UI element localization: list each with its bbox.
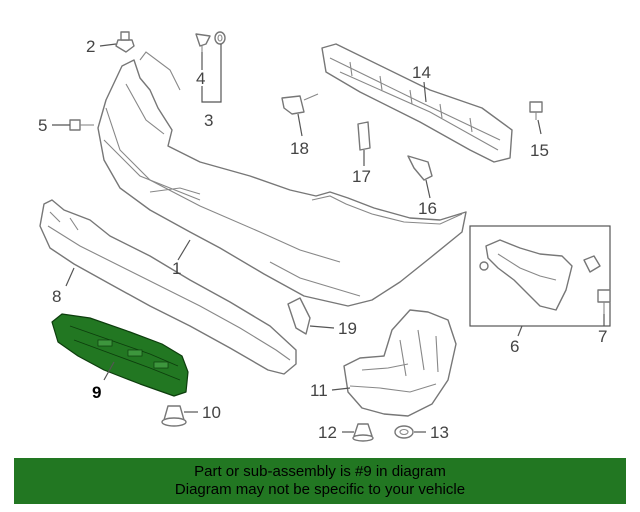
part-19-reflector-bracket[interactable] — [287, 297, 311, 335]
part-6-bracket-box[interactable] — [469, 225, 611, 327]
part-11-splash-shield[interactable] — [343, 309, 457, 417]
callout-19: 19 — [338, 319, 357, 338]
banner-line-1: Part or sub-assembly is #9 in diagram — [194, 463, 446, 480]
callout-2: 2 — [86, 37, 95, 56]
callout-12: 12 — [318, 423, 337, 442]
part-8-lower-valance[interactable] — [39, 199, 297, 375]
part-1-bumper-cover[interactable] — [97, 51, 467, 307]
part-4-push-pin[interactable] — [195, 33, 211, 52]
callout-11: 11 — [310, 381, 328, 400]
callout-17: 17 — [352, 167, 371, 186]
part-18-bracket[interactable] — [281, 93, 319, 115]
callout-15: 15 — [530, 141, 549, 160]
callout-18: 18 — [290, 139, 309, 158]
callout-13: 13 — [430, 423, 449, 442]
part-17-bracket[interactable] — [357, 121, 371, 151]
part-9-under-panel-highlighted[interactable] — [51, 313, 189, 397]
banner-line-2: Diagram may not be specific to your vehi… — [174, 481, 466, 498]
leader-lines — [52, 43, 605, 433]
part-2-clip[interactable] — [115, 31, 135, 53]
callout-7: 7 — [598, 327, 607, 346]
part-10-clip[interactable] — [161, 405, 187, 427]
callout-9: 9 — [92, 383, 101, 402]
part-3-grommet[interactable] — [214, 31, 226, 45]
callout-6: 6 — [510, 337, 519, 356]
part-15-bolt[interactable] — [529, 101, 543, 120]
part-5-screw[interactable] — [69, 119, 94, 131]
callout-16: 16 — [418, 199, 437, 218]
part-13-nut[interactable] — [394, 425, 414, 439]
callout-3: 3 — [204, 111, 213, 130]
callout-14: 14 — [412, 63, 431, 82]
part-14-reinforcement-beam[interactable] — [321, 43, 513, 163]
callout-10: 10 — [202, 403, 221, 422]
callout-8: 8 — [52, 287, 61, 306]
callout-4: 4 — [196, 69, 205, 88]
part-12-clip[interactable] — [352, 423, 374, 442]
info-banner: Part or sub-assembly is #9 in diagram Di… — [14, 458, 626, 504]
part-16-bracket[interactable] — [407, 155, 433, 181]
parts-diagram: 1 2 3 4 5 6 7 8 9 10 11 12 13 14 15 16 1… — [38, 31, 611, 442]
part-7-bolt[interactable] — [597, 289, 611, 314]
callout-1: 1 — [172, 259, 181, 278]
callout-5: 5 — [38, 116, 47, 135]
